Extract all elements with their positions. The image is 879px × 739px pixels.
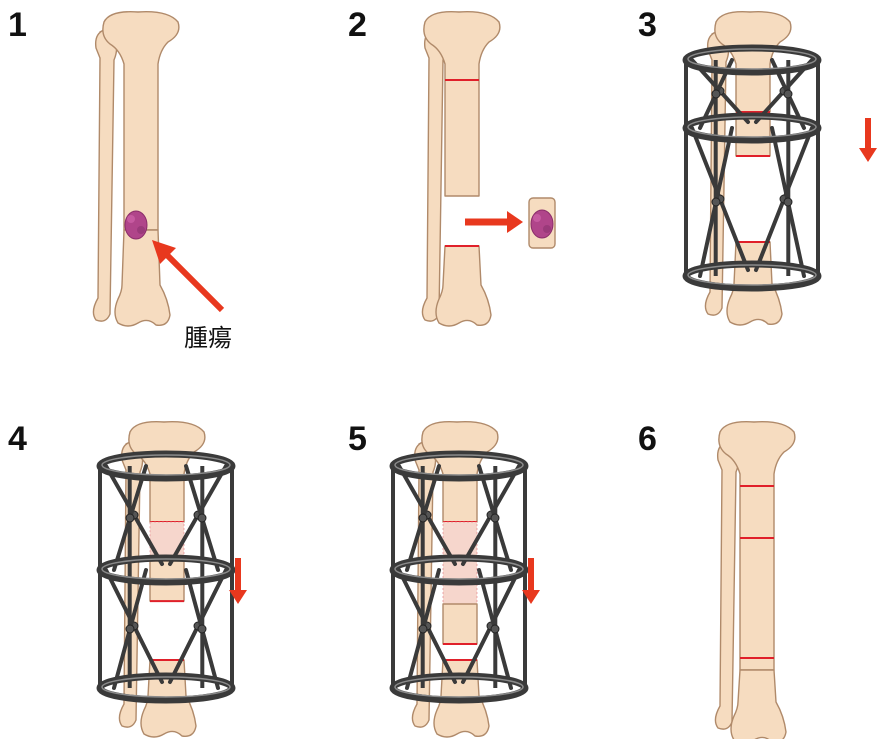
tumor-lobe: [127, 215, 135, 223]
strut-joint: [419, 625, 427, 633]
strut-joint: [784, 90, 792, 98]
down-arrow-head: [859, 148, 877, 162]
illustration-step-3: [586, 0, 879, 369]
tumor-pointer-shaft: [166, 254, 222, 310]
panel-step-2: 2: [293, 0, 586, 369]
strut-joint: [784, 198, 792, 206]
strut-joint: [491, 625, 499, 633]
tumor-lobe: [137, 226, 145, 234]
panel-step-5: 5: [293, 370, 586, 739]
fibula: [715, 442, 738, 729]
tibia-distal: [727, 242, 782, 325]
strut-joint: [126, 514, 134, 522]
strut-joint: [712, 198, 720, 206]
tumor-label: 腫瘍: [184, 318, 232, 353]
transport-segment: [736, 116, 770, 156]
tumor-lobe: [543, 225, 551, 233]
arrow-head: [507, 211, 523, 233]
panel-step-6: 6: [586, 370, 879, 739]
tibia-distal: [731, 670, 786, 739]
transport-segment: [443, 604, 477, 644]
tumor-mass: [125, 211, 147, 239]
regenerate-bone: [443, 522, 477, 604]
fibula: [93, 30, 116, 321]
illustration-step-2: [293, 0, 586, 369]
strut-joint: [126, 625, 134, 633]
tibia-proximal: [103, 12, 179, 230]
strut-joint: [198, 625, 206, 633]
illustration-step-4: [0, 370, 293, 739]
strut-joint: [712, 90, 720, 98]
tumor-mass: [531, 210, 553, 238]
panel-step-3: 3: [586, 0, 879, 369]
tumor-lobe: [533, 214, 541, 222]
fibula: [422, 30, 445, 321]
panel-step-4: 4: [0, 370, 293, 739]
illustration-step-5: [293, 370, 586, 739]
illustration-step-6: [586, 370, 879, 739]
illustration-step-1: [0, 0, 293, 369]
strut-joint: [198, 514, 206, 522]
strut-joint: [491, 514, 499, 522]
strut-joint: [419, 514, 427, 522]
tibia-distal: [436, 246, 491, 326]
panel-step-1: 1 腫瘍: [0, 0, 293, 369]
